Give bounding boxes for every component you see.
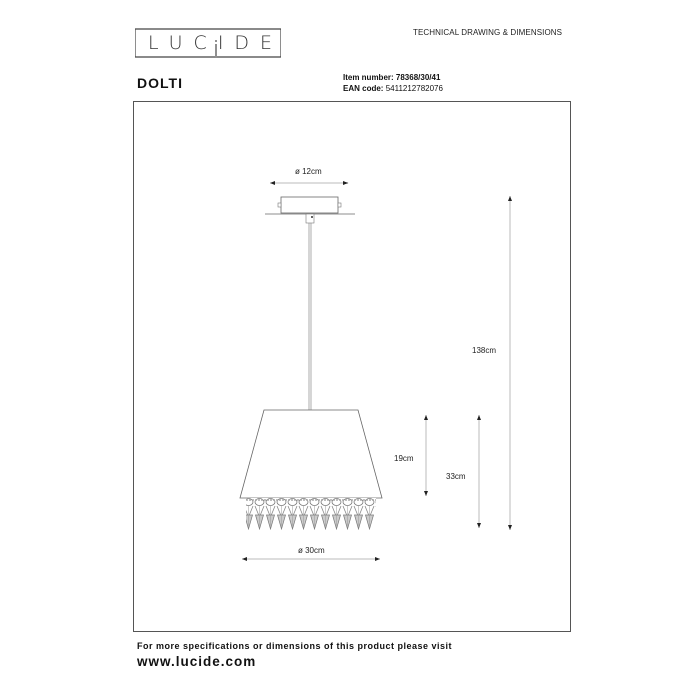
ean-label: EAN code:: [343, 84, 384, 93]
item-number-value: 78368/30/41: [395, 73, 441, 82]
logo-frame-icon: [135, 28, 281, 58]
brand-logo: LUCIDE: [135, 28, 281, 58]
shade-dimension: [242, 557, 380, 561]
total-height-label: 138cm: [472, 346, 497, 355]
fixture-height-dimension: [477, 415, 481, 528]
product-name: DOLTI: [137, 75, 183, 91]
suspension-cable: [308, 223, 312, 410]
shade-height-label: 19cm: [394, 454, 414, 463]
brand-name: LUCIDE: [148, 32, 284, 54]
website-link[interactable]: www.lucide.com: [137, 654, 257, 669]
total-height-dimension: [508, 196, 512, 530]
shade-height-dimension: [424, 415, 428, 496]
drawing-frame: [133, 101, 571, 632]
product-meta: Item number: 78368/30/41 EAN code: 54112…: [343, 72, 443, 94]
footer-note: For more specifications or dimensions of…: [137, 641, 453, 651]
lamp-shade: [239, 409, 383, 499]
ean-value: 5411212782076: [385, 84, 443, 93]
document-type-title: TECHNICAL DRAWING & DIMENSIONS: [413, 28, 563, 37]
canopy-shape: [265, 196, 355, 224]
canopy-diameter-label: ø 12cm: [295, 167, 322, 176]
crystal-fringe: [246, 498, 376, 530]
ean-row: EAN code: 5411212782076: [343, 83, 443, 94]
shade-diameter-label: ø 30cm: [298, 546, 325, 555]
item-number-label: Item number:: [343, 73, 394, 82]
canopy-dimension: [270, 181, 349, 185]
fixture-height-label: 33cm: [446, 472, 466, 481]
item-number-row: Item number: 78368/30/41: [343, 72, 443, 83]
